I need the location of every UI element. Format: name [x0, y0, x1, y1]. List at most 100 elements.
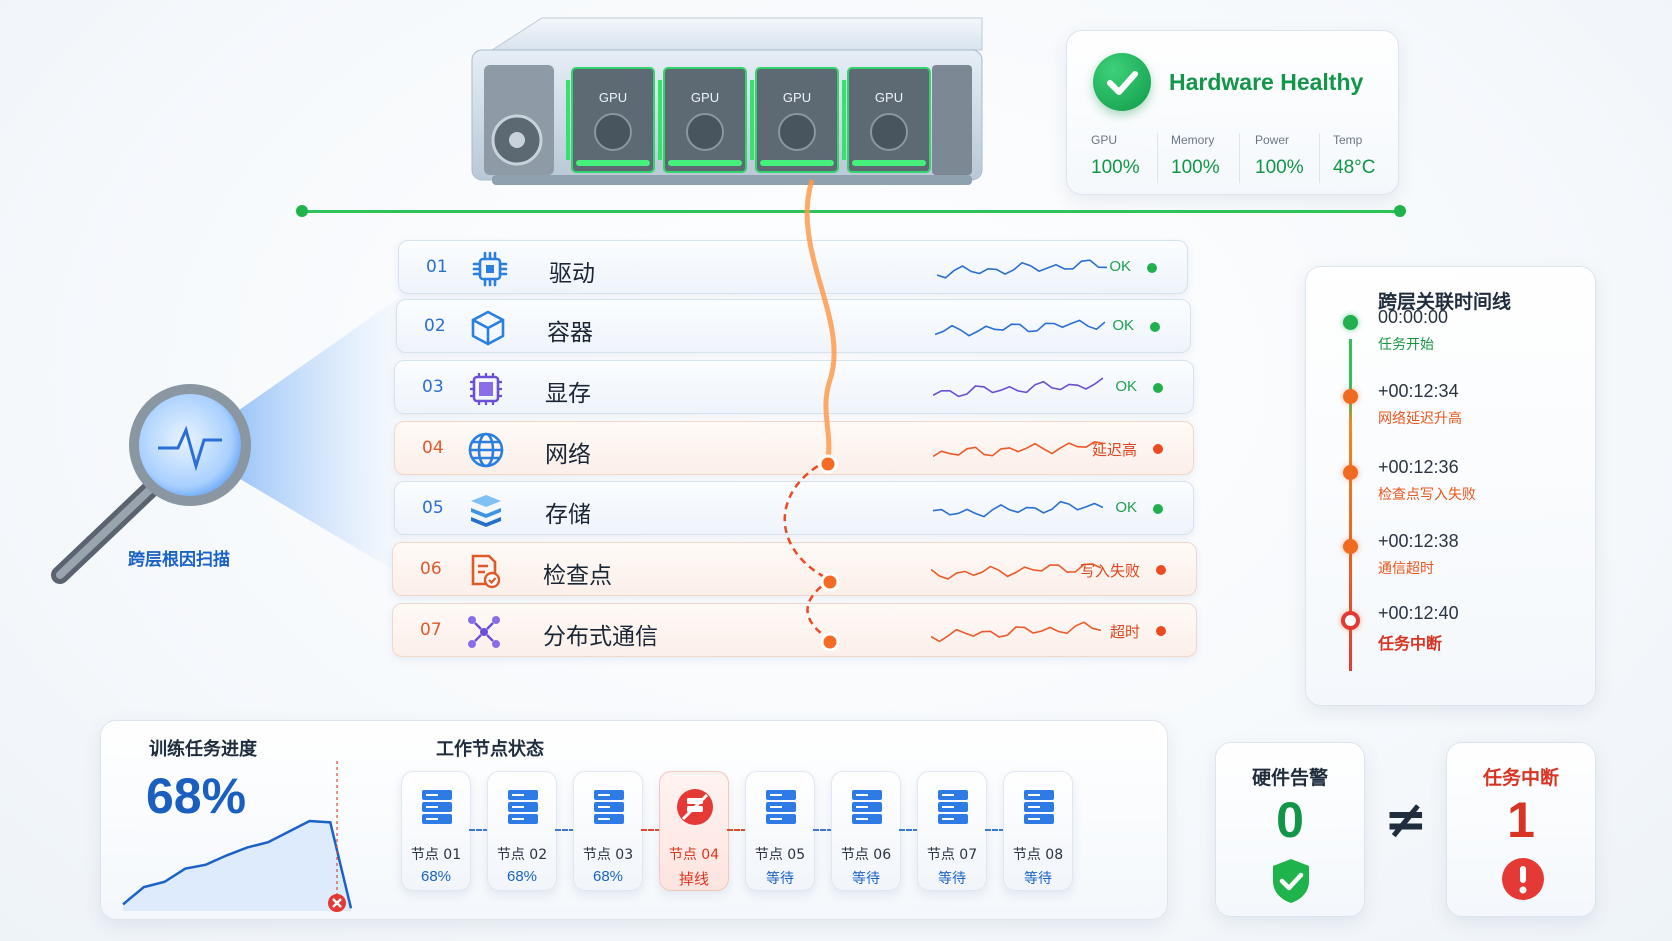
progress-area	[123, 821, 351, 911]
node-status: 等待	[938, 871, 966, 887]
not-equal-sign: ≠	[1384, 790, 1428, 850]
metric-label: Power	[1255, 133, 1290, 147]
worker-node[interactable]: 节点 01 68%	[401, 771, 471, 891]
shield-check-icon	[1273, 859, 1309, 903]
hardware-alert-card: 硬件告警 0	[1215, 742, 1365, 917]
task-interrupt-card: 任务中断 1	[1446, 742, 1596, 917]
node-connector	[727, 829, 747, 831]
layer-name: 网络	[545, 442, 591, 468]
layer-name: 容器	[547, 320, 593, 346]
metric-label: Temp	[1333, 133, 1363, 147]
layer-status: OK	[1115, 378, 1137, 395]
layer-number: 01	[426, 257, 448, 277]
layer-status: 超时	[1109, 624, 1140, 641]
gpu-module: GPU	[566, 67, 655, 173]
gpu-module: GPU	[842, 67, 931, 173]
timeline-title: 跨层关联时间线	[1378, 291, 1512, 313]
metric-label: GPU	[1091, 133, 1118, 147]
status-dot	[1147, 263, 1157, 273]
layer-status: OK	[1115, 499, 1137, 516]
hardware-bus-line	[300, 210, 1400, 213]
timeline-desc: 任务开始	[1378, 337, 1434, 353]
layer-name: 分布式通信	[543, 624, 658, 650]
hardware-health-card: Hardware Healthy GPU 100% Memory 100% Po…	[1066, 30, 1399, 195]
metric-label: Memory	[1171, 133, 1215, 147]
layer-number: 06	[420, 559, 442, 579]
node-label: 节点 01	[410, 847, 462, 863]
hardware-alert-title: 硬件告警	[1251, 767, 1328, 789]
status-dot	[1153, 444, 1163, 454]
memory-icon	[470, 373, 502, 405]
worker-node[interactable]: 节点 08 等待	[1003, 771, 1073, 891]
node-status: 等待	[1024, 871, 1052, 887]
check-circle-icon	[1093, 53, 1151, 111]
status-dot	[1153, 504, 1163, 514]
metric-value: 100%	[1171, 157, 1220, 178]
server-node-icon	[938, 790, 968, 824]
progress-value: 68%	[146, 768, 247, 824]
layer-name: 显存	[545, 381, 591, 407]
timeline-line	[1349, 339, 1352, 671]
worker-node[interactable]: 节点 07 等待	[917, 771, 987, 891]
checkpoint-icon	[471, 554, 501, 589]
gpu-module: GPU	[658, 67, 747, 173]
divider	[1239, 133, 1240, 183]
magnifier-scan-illustration	[51, 290, 410, 584]
timeline-time: +00:12:36	[1378, 457, 1459, 477]
progress-line	[122, 819, 353, 909]
node-label: 节点 07	[926, 847, 978, 863]
network-icon	[468, 616, 500, 648]
layer-sparkline	[933, 500, 1103, 518]
node-connector	[641, 829, 661, 831]
node-connector	[469, 829, 489, 831]
storage-icon	[471, 495, 501, 527]
status-dot	[1156, 626, 1166, 636]
node-status: 68%	[420, 868, 452, 885]
progress-title: 训练任务进度	[149, 739, 257, 760]
metric-value: 100%	[1091, 157, 1140, 178]
node-label: 节点 08	[1012, 847, 1064, 863]
layer-sparkline	[931, 563, 1101, 580]
task-interrupt-count: 1	[1507, 792, 1535, 848]
timeline-time: 00:00:00	[1378, 307, 1449, 327]
node-connector	[899, 829, 919, 831]
timeline-desc: 通信超时	[1378, 561, 1434, 577]
layer-sparkline	[937, 259, 1107, 279]
layer-row[interactable]: 07 分布式通信 超时	[392, 603, 1197, 657]
failure-x-icon	[328, 894, 346, 912]
task-interrupt-title: 任务中断	[1482, 767, 1559, 789]
layer-number: 07	[420, 620, 442, 640]
layer-status: 写入失败	[1079, 563, 1140, 580]
timeline-dot	[1343, 465, 1358, 480]
health-title: Hardware Healthy	[1169, 69, 1364, 95]
timeline-dot	[1343, 539, 1358, 554]
timeline-desc: 任务中断	[1378, 634, 1443, 653]
node-connector	[985, 829, 1005, 831]
timeline-item[interactable]: 00:00:00 任务开始	[1378, 307, 1448, 354]
gpu-label: GPU	[691, 90, 719, 105]
server-node-icon	[422, 790, 452, 824]
node-status: 等待	[766, 871, 794, 887]
timeline-time: +00:12:34	[1378, 381, 1459, 401]
server-node-icon	[852, 790, 882, 824]
layer-sparkline	[931, 621, 1101, 643]
layer-status: 延迟高	[1091, 442, 1137, 459]
